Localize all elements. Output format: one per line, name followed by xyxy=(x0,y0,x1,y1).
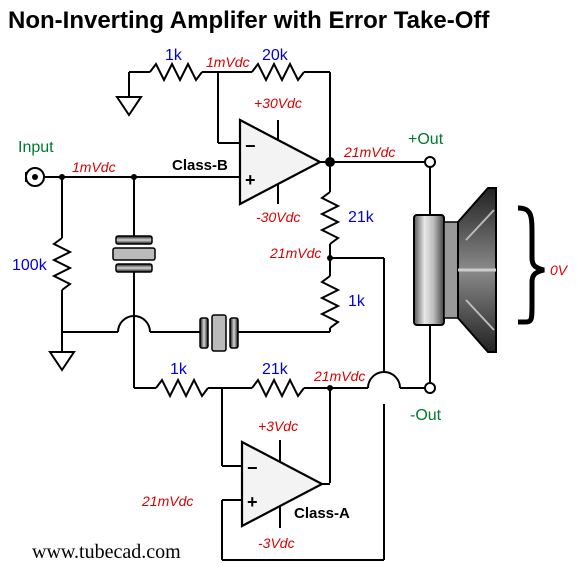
input-jack-icon[interactable] xyxy=(25,167,45,187)
resistor-top-20k-label: 20k xyxy=(262,47,289,64)
minus-out-terminal[interactable] xyxy=(424,382,436,394)
loudspeaker-icon xyxy=(413,187,497,353)
class-b-opamp xyxy=(238,118,323,206)
class-a-label: Class-A xyxy=(294,505,350,522)
plus-out-terminal[interactable] xyxy=(424,156,436,168)
plus-out-label: +Out xyxy=(408,131,444,148)
brace-icon xyxy=(517,205,545,325)
capacitor-vertical xyxy=(112,235,156,273)
top-node-voltage: 1mVdc xyxy=(206,54,250,70)
resistor-sense-21k xyxy=(319,191,341,245)
sense-node-voltage: 21mVdc xyxy=(269,245,321,261)
capacitor-horizontal xyxy=(199,314,239,352)
minus-out-label: -Out xyxy=(410,407,442,424)
resistor-sense-1k-label: 1k xyxy=(348,293,366,310)
resistor-top-20k xyxy=(251,61,305,83)
ground-top-icon xyxy=(115,72,143,117)
class-b-vplus: +30Vdc xyxy=(254,95,302,111)
ground-left-icon xyxy=(48,351,76,372)
class-a-vplus: +3Vdc xyxy=(258,418,298,434)
speaker-voltage-label: 0V xyxy=(550,262,569,278)
resistor-a-1k xyxy=(155,377,209,399)
class-b-label: Class-B xyxy=(172,157,228,174)
out-node-voltage: 21mVdc xyxy=(343,144,395,160)
class-a-opamp xyxy=(240,440,325,528)
class-b-minus-pin: − xyxy=(245,136,256,156)
class-b-vminus: -30Vdc xyxy=(256,209,300,225)
diagram-title: Non-Inverting Amplifer with Error Take-O… xyxy=(8,7,490,34)
resistor-a-21k-label: 21k xyxy=(262,361,289,378)
resistor-sense-21k-label: 21k xyxy=(348,209,375,226)
class-b-plus-pin: + xyxy=(245,170,256,190)
class-a-plus-pin: + xyxy=(247,492,258,512)
resistor-sense-1k xyxy=(319,275,341,329)
website-label: www.tubecad.com xyxy=(32,541,181,563)
a-fb-node-voltage: 21mVdc xyxy=(313,368,365,384)
resistor-top-1k xyxy=(149,61,203,83)
resistor-input-100k-label: 100k xyxy=(12,257,48,274)
input-node-voltage: 1mVdc xyxy=(72,159,116,175)
resistor-a-1k-label: 1k xyxy=(170,361,188,378)
a-input-node-voltage: 21mVdc xyxy=(141,493,193,509)
resistor-a-21k xyxy=(251,377,305,399)
resistor-input-100k xyxy=(51,237,73,291)
input-label: Input xyxy=(18,139,54,156)
class-a-minus-pin: − xyxy=(247,458,258,478)
class-a-vminus: -3Vdc xyxy=(258,535,295,551)
resistor-top-1k-label: 1k xyxy=(165,47,183,64)
